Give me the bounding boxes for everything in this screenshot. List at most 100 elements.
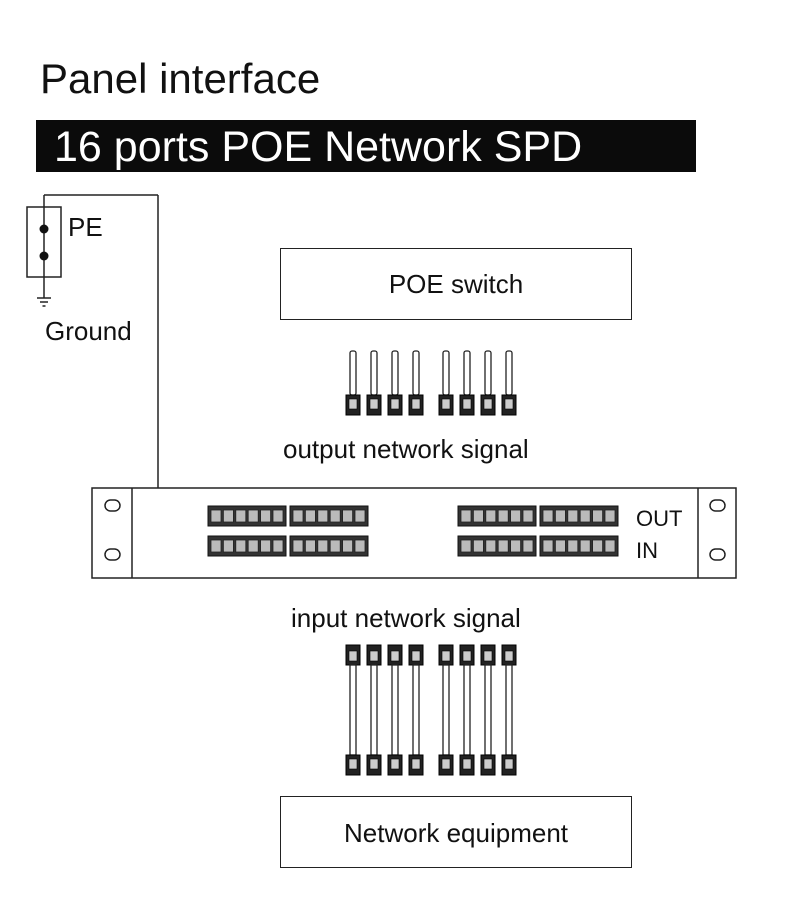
rj45-port <box>485 509 497 523</box>
input-cable <box>501 644 517 776</box>
rj45-plug <box>501 394 517 416</box>
port-group <box>289 505 369 527</box>
pe-node-top <box>39 224 49 234</box>
rj45-port <box>497 539 509 553</box>
ground-symbol-icon <box>37 297 51 307</box>
rj45-plug <box>366 754 382 776</box>
rj45-port <box>354 509 366 523</box>
rj45-port <box>292 509 304 523</box>
input-cable <box>345 644 361 776</box>
rj45-port <box>497 509 509 523</box>
rj45-port <box>272 539 284 553</box>
rj45-plug <box>387 754 403 776</box>
rj45-port <box>317 509 329 523</box>
output-cable <box>480 350 496 416</box>
rj45-port <box>235 539 247 553</box>
ground-label: Ground <box>45 316 132 346</box>
poe-switch-box: POE switch <box>280 248 632 320</box>
output-cable <box>408 350 424 416</box>
rj45-plug <box>366 644 382 666</box>
rj45-port <box>567 509 579 523</box>
rj45-plug <box>480 394 496 416</box>
rj45-port <box>354 539 366 553</box>
rj45-plug <box>408 394 424 416</box>
output-cable <box>345 350 361 416</box>
rj45-plug <box>345 644 361 666</box>
input-cable <box>408 644 424 776</box>
rj45-port <box>567 539 579 553</box>
rj45-plug <box>438 754 454 776</box>
mount-hole-right-bottom <box>709 548 726 561</box>
rj45-port <box>222 539 234 553</box>
network-equipment-label: Network equipment <box>344 818 568 848</box>
rj45-port <box>210 539 222 553</box>
in-label: IN <box>636 538 658 563</box>
rj45-plug <box>459 754 475 776</box>
rj45-plug <box>387 394 403 416</box>
port-groups <box>207 505 619 557</box>
rj45-plug <box>387 644 403 666</box>
rj45-port <box>472 509 484 523</box>
rj45-plug <box>345 754 361 776</box>
output-cables <box>345 350 517 416</box>
rj45-port <box>542 509 554 523</box>
rj45-port <box>522 539 534 553</box>
page-title: Panel interface <box>40 55 321 102</box>
out-label: OUT <box>636 506 683 531</box>
title-banner: 16 ports POE Network SPD <box>36 120 696 172</box>
rj45-plug <box>480 644 496 666</box>
rj45-port <box>342 509 354 523</box>
rj45-port <box>460 539 472 553</box>
rj45-port <box>604 509 616 523</box>
port-group <box>289 535 369 557</box>
rj45-plug <box>408 644 424 666</box>
mount-hole-left-bottom <box>104 548 121 561</box>
spd-panel <box>91 487 737 579</box>
rj45-plug <box>438 394 454 416</box>
input-cable <box>480 644 496 776</box>
rj45-port <box>485 539 497 553</box>
output-cable <box>459 350 475 416</box>
port-group <box>207 535 287 557</box>
rj45-port <box>555 509 566 523</box>
rj45-port <box>222 509 234 523</box>
pe-label: PE <box>68 212 103 242</box>
rj45-port <box>304 509 316 523</box>
port-group <box>207 505 287 527</box>
rj45-port <box>522 509 534 523</box>
rj45-port <box>292 539 304 553</box>
rj45-port <box>260 539 272 553</box>
port-group <box>539 535 619 557</box>
rj45-port <box>247 539 259 553</box>
rj45-port <box>579 509 591 523</box>
rj45-plug <box>480 754 496 776</box>
rj45-port <box>247 509 259 523</box>
rj45-port <box>460 509 472 523</box>
pe-node-bottom <box>39 251 49 261</box>
rj45-port <box>317 539 329 553</box>
rj45-plug <box>438 644 454 666</box>
rj45-port <box>210 509 222 523</box>
banner-text: 16 ports POE Network SPD <box>54 123 583 171</box>
input-signal-label: input network signal <box>291 603 521 633</box>
port-group <box>539 505 619 527</box>
output-cable <box>387 350 403 416</box>
input-cable <box>366 644 382 776</box>
rj45-plug <box>408 754 424 776</box>
input-cable <box>387 644 403 776</box>
rj45-port <box>510 539 522 553</box>
rj45-port <box>472 539 484 553</box>
mount-hole-left-top <box>104 499 121 512</box>
input-cable <box>459 644 475 776</box>
network-equipment-box: Network equipment <box>280 796 632 868</box>
rj45-port <box>272 509 284 523</box>
poe-switch-label: POE switch <box>388 269 524 299</box>
rj45-plug <box>366 394 382 416</box>
rj45-port <box>235 509 247 523</box>
port-group <box>457 505 537 527</box>
rj45-plug <box>501 644 517 666</box>
input-cable <box>438 644 454 776</box>
rj45-port <box>329 539 341 553</box>
rj45-port <box>604 539 616 553</box>
